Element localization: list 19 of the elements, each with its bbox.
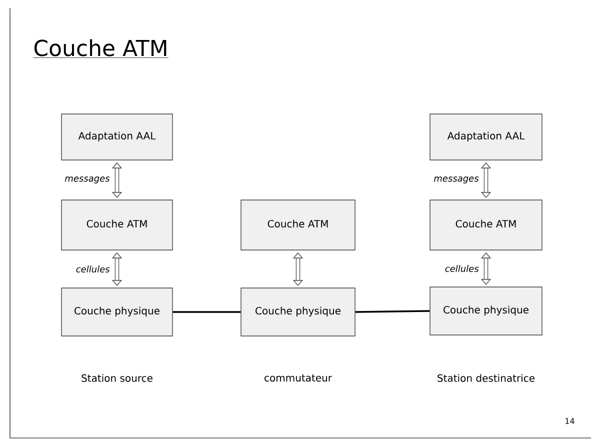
- title: Couche ATM: [33, 39, 168, 58]
- station-caption: Station source: [82, 374, 152, 382]
- layer-box: Couche ATM: [430, 200, 542, 250]
- layer-box: Adaptation AAL: [430, 114, 542, 160]
- edge-label: messages: [432, 176, 480, 184]
- layer-box: Couche physique: [61, 288, 173, 336]
- layer-box: Couche ATM: [240, 200, 356, 250]
- edge-label: cellules: [444, 264, 480, 273]
- page-number: 14: [566, 418, 574, 424]
- layer-box: Couche ATM: [61, 200, 173, 250]
- station-caption: Station destinatrice: [438, 374, 535, 382]
- layer-box: Couche physique: [240, 288, 356, 336]
- edge-label: cellules: [74, 264, 111, 274]
- link-line: [172, 311, 241, 313]
- layer-box: Adaptation AAL: [61, 114, 173, 160]
- layer-box: Couche physique: [430, 286, 542, 336]
- link-line: [355, 310, 430, 313]
- edge-label: messages: [64, 176, 111, 184]
- station-caption: commutateur: [264, 374, 332, 382]
